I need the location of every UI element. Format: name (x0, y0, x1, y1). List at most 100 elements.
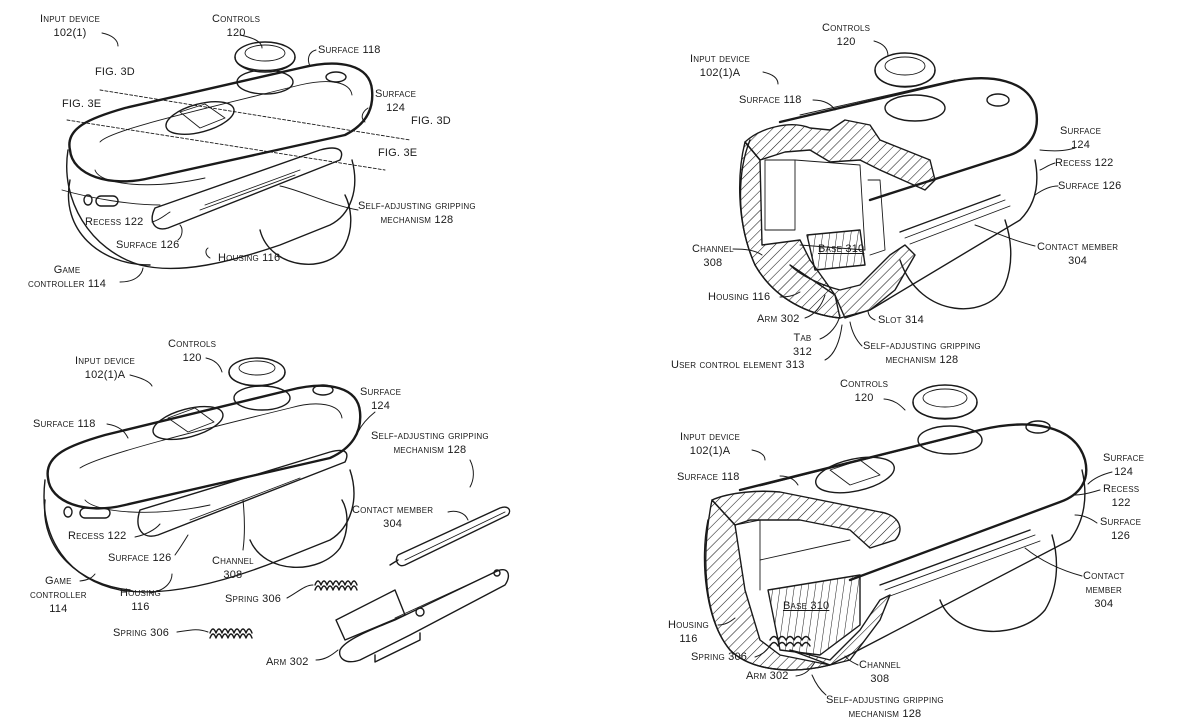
right-grip (249, 499, 348, 568)
label-line: Controls (168, 338, 217, 350)
left-grip (43, 499, 131, 591)
label-input-device: Input device 102(1)A (680, 430, 740, 458)
section-line-3e (66, 119, 386, 171)
label-line: 308 (223, 569, 243, 581)
label-housing-116: Housing 116 (708, 291, 771, 303)
label-line: Contact (1083, 570, 1125, 582)
d-pad (165, 101, 235, 135)
label-line: Channel (212, 555, 254, 567)
label-line: Tab (793, 332, 812, 344)
label-line: 308 (870, 673, 890, 685)
label-self-adjusting-gripping-mechanism: Self-adjusting gripping mechanism 128 (863, 339, 981, 367)
label-line: mechanism 128 (885, 354, 959, 366)
section-top-wall (744, 119, 936, 191)
figure-d-section-3e-drawing (703, 384, 1113, 696)
contact-member-rail (899, 194, 1001, 233)
label-housing-116: Housing 116 (218, 252, 281, 264)
label-contact-member: Contact member 304 (352, 503, 433, 531)
label-channel-308: Channel 308 (212, 554, 254, 582)
label-recess-122: Recess 122 (1055, 157, 1114, 169)
joystick-base (236, 69, 294, 95)
label-fig-3d-left: FIG. 3D (95, 66, 135, 78)
label-line: 124 (371, 400, 391, 412)
top-surface-outline (738, 423, 1088, 582)
label-line: 312 (793, 346, 812, 358)
label-line: 120 (182, 352, 202, 364)
label-line: member (1085, 584, 1122, 596)
label-surface-118: Surface 118 (677, 471, 740, 483)
label-controls: Controls 120 (822, 21, 870, 49)
label-channel-308: Channel 308 (859, 658, 901, 686)
label-line: Housing (668, 619, 709, 631)
label-line: Surface (360, 386, 402, 398)
label-line: 304 (383, 518, 403, 530)
label-line: Self-adjusting gripping (826, 694, 944, 706)
right-grip (939, 534, 1058, 633)
label-line: Contact member (352, 504, 434, 516)
label-line: 102(1)A (689, 445, 731, 457)
label-line: Channel (859, 659, 901, 671)
label-line: controller 114 (28, 278, 107, 290)
figure-b-exploded-drawing (43, 357, 511, 663)
label-base-310: Base 310 (783, 600, 830, 612)
label-line: 304 (1094, 598, 1114, 610)
label-line: Input device (680, 431, 741, 443)
label-line: Controls (840, 378, 889, 390)
label-line: Game (44, 575, 72, 587)
contact-member-part (389, 506, 511, 567)
label-arm-302: Arm 302 (266, 656, 309, 668)
spring-lower (209, 628, 253, 639)
label-line: 116 (679, 633, 698, 645)
figure-c-section-3d-drawing (732, 40, 1076, 361)
label-line: 304 (1068, 255, 1088, 267)
label-surface-126: Surface 126 (1058, 180, 1122, 192)
section-arm (789, 244, 916, 319)
label-line: 120 (836, 36, 856, 48)
label-line: 102(1) (53, 27, 87, 39)
section-arm (789, 594, 891, 666)
label-line: Input device (40, 13, 101, 25)
label-line: Surface (375, 88, 417, 100)
label-surface-124: Surface 124 (360, 385, 401, 413)
label-line: Input device (75, 355, 136, 367)
label-line: 122 (1111, 497, 1131, 509)
spring-306 (769, 635, 811, 647)
label-tab-312: Tab 312 (793, 331, 812, 359)
label-line: 124 (386, 102, 406, 114)
label-line: 120 (854, 392, 874, 404)
channel-recess (137, 449, 348, 537)
label-line: 120 (226, 27, 246, 39)
label-user-control-element-313: User control element 313 (671, 359, 805, 371)
section-top-wall (711, 490, 901, 549)
label-spring-306: Spring 306 (691, 651, 748, 663)
label-line: Self-adjusting gripping (863, 340, 981, 352)
label-line: 126 (1111, 530, 1131, 542)
arm-part (335, 568, 510, 663)
housing-shell (43, 469, 355, 593)
label-line: Channel (692, 243, 734, 255)
label-line: Recess (1103, 483, 1140, 495)
label-line: 308 (703, 257, 723, 269)
label-fig-3e-right: FIG. 3E (378, 147, 418, 159)
label-surface-126: Surface 126 (116, 239, 180, 251)
label-line: Controls (822, 22, 871, 34)
right-grip (899, 219, 1012, 310)
label-line: Self-adjusting gripping (371, 430, 489, 442)
label-base-310: Base 310 (818, 243, 865, 255)
label-recess-122: Recess 122 (1103, 482, 1139, 510)
contact-member-rail (879, 529, 1031, 586)
label-input-device: Input device 102(1) (40, 12, 100, 40)
base-310 (806, 229, 866, 271)
label-recess-122: Recess 122 (85, 216, 144, 228)
label-channel-308: Channel 308 (692, 242, 734, 270)
label-controls: Controls 120 (212, 12, 260, 40)
joystick-base (917, 425, 983, 455)
label-fig-3d-right: FIG. 3D (411, 115, 451, 127)
label-line: Controls (212, 13, 261, 25)
